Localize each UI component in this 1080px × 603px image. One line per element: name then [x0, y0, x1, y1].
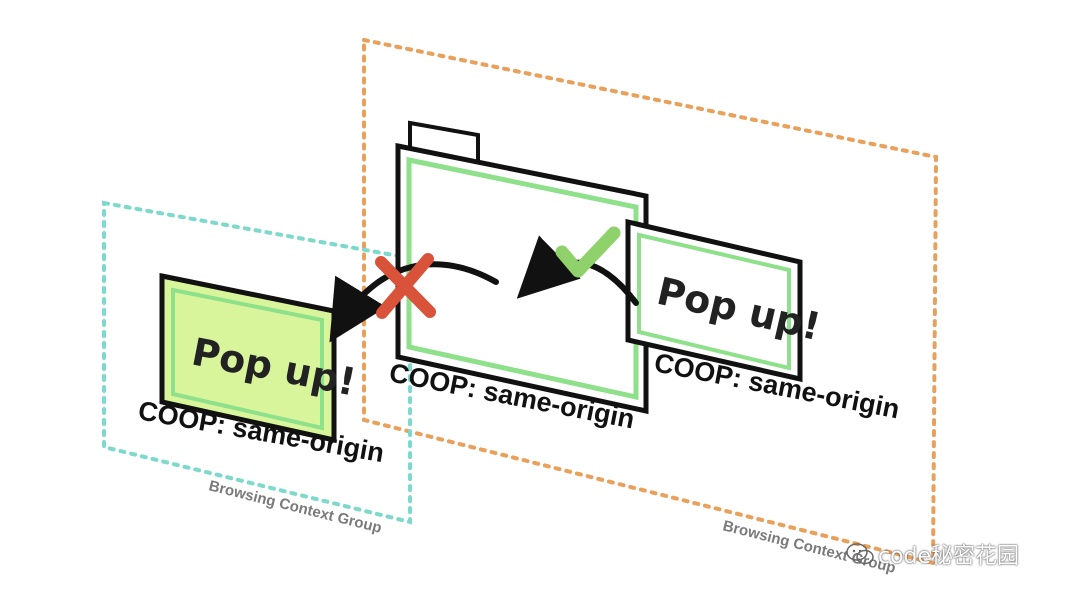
allowed-check-icon [555, 226, 621, 278]
browsing-context-group-left-boundary [102, 200, 412, 525]
blocked-connection-arrow [329, 261, 499, 343]
watermark: code秘密花园 [846, 538, 1019, 570]
watermark-text: code秘密花园 [878, 544, 1020, 569]
blocked-cross-icon [375, 253, 436, 319]
popup-window-right: Pop up! [625, 218, 825, 383]
popup-window-left: Pop up! [159, 272, 360, 444]
wechat-icon [846, 543, 874, 565]
